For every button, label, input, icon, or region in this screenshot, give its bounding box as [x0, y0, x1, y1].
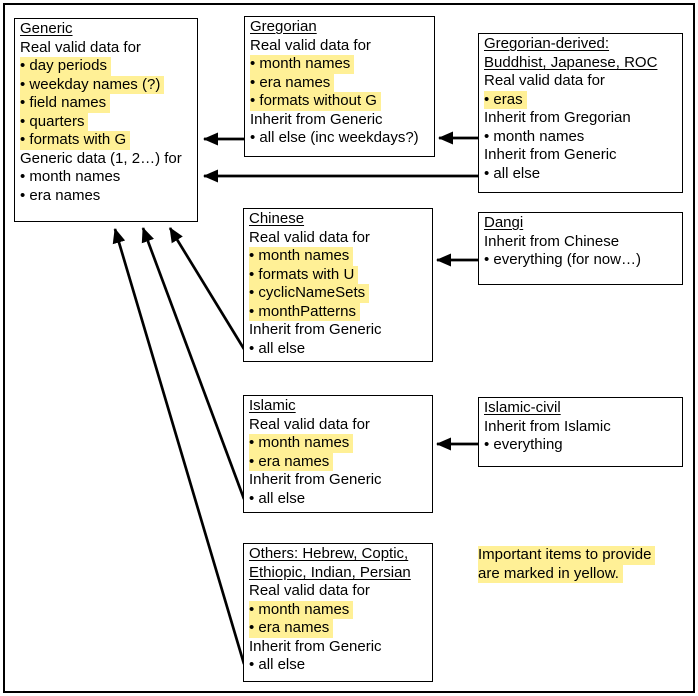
text-line: • cyclicNameSets	[249, 284, 427, 303]
text-line: are marked in yellow.	[478, 564, 692, 583]
text-line: Ethiopic, Indian, Persian	[249, 563, 411, 581]
text-line: • era names	[20, 186, 101, 204]
text-line: Inherit from Generic	[249, 321, 382, 338]
text-line: • everything	[484, 436, 563, 453]
text-line: Gregorian	[250, 18, 317, 35]
text-line: Gregorian-derived:	[484, 35, 610, 52]
text-line: Real valid data for	[20, 38, 141, 56]
text-line: Inherit from Chinese	[484, 232, 620, 250]
text-line: Inherit from Gregorian	[484, 109, 631, 126]
text-line: Inherit from Generic	[250, 110, 383, 128]
text-line: Real valid data for	[250, 36, 371, 54]
text-line: • all else	[249, 656, 306, 673]
text-line: Generic	[20, 20, 73, 37]
text-line: Inherit from Generic	[249, 471, 382, 488]
text-line: • month names	[249, 600, 427, 619]
text-line: • all else	[249, 489, 306, 507]
text-line: • everything (for now…)	[484, 251, 641, 268]
text-line: Real valid data for	[484, 72, 605, 89]
text-line: • month names	[250, 55, 429, 74]
text-line: Inherit from Generic	[484, 146, 617, 163]
text-line: Inherit from Generic	[249, 637, 382, 655]
text-line: • weekday names (?)	[20, 75, 192, 94]
text-line: Important items to provide	[478, 546, 692, 565]
text-line: • formats with G	[20, 131, 192, 150]
text-line: Islamic	[249, 397, 296, 414]
text-line: Islamic-civil	[484, 399, 561, 416]
text-line: • day periods	[20, 57, 192, 76]
text-line: • all else	[484, 164, 541, 182]
text-line: • month names	[20, 168, 121, 185]
text-line: • era names	[249, 619, 427, 638]
text-line: • month names	[484, 127, 585, 145]
text-line: • formats with U	[249, 265, 427, 284]
text-line: Real valid data for	[249, 415, 370, 433]
text-line: Chinese	[249, 210, 305, 227]
text-line: • all else	[249, 339, 306, 357]
box-gregorian-derived: Gregorian-derived:Buddhist, Japanese, RO…	[478, 33, 683, 193]
text-line: • eras	[484, 90, 677, 109]
text-line: Real valid data for	[249, 228, 370, 246]
text-line: Others: Hebrew, Coptic,	[249, 545, 409, 562]
text-line: Dangi	[484, 214, 524, 231]
text-line: Real valid data for	[249, 582, 370, 599]
text-line: • field names	[20, 94, 192, 113]
text-line: • formats without G	[250, 92, 429, 111]
text-line: • monthPatterns	[249, 302, 427, 321]
text-line: • era names	[249, 452, 427, 471]
text-line: • all else (inc weekdays?)	[250, 129, 419, 146]
text-line: • era names	[250, 73, 429, 92]
outer-border	[3, 3, 695, 693]
text-line: Generic data (1, 2…) for	[20, 149, 182, 167]
text-line: • month names	[249, 247, 427, 266]
text-line: • quarters	[20, 112, 192, 131]
text-line: • month names	[249, 434, 427, 453]
box-others: Others: Hebrew, Coptic,Ethiopic, Indian,…	[243, 543, 433, 682]
text-line: Buddhist, Japanese, ROC	[484, 53, 658, 71]
text-line: Inherit from Islamic	[484, 417, 611, 435]
